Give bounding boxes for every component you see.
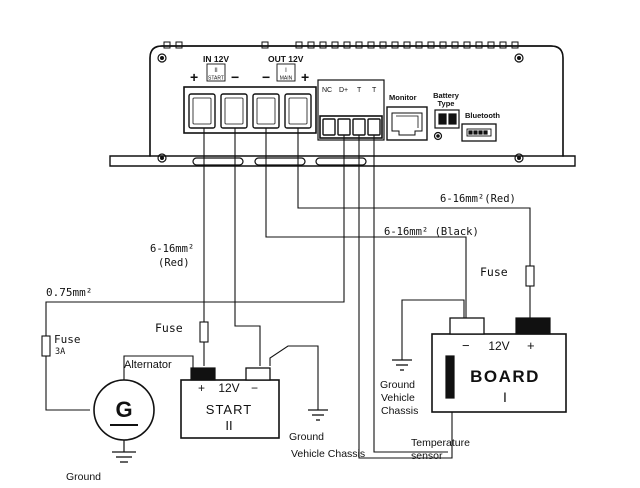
board-ground-chassis-label: Chassis xyxy=(381,405,418,417)
wire-in-minus-to-start-minus xyxy=(234,128,261,366)
start-ground-label: Ground xyxy=(289,431,324,443)
wire-board-minus-to-ground xyxy=(401,299,465,360)
terminal-label-t2: T xyxy=(372,87,377,94)
start-fuse-label: Fuse xyxy=(155,321,183,335)
flange-slots xyxy=(192,157,367,166)
board-battery-numeral: I xyxy=(503,389,507,405)
black-main-wire-label: 6-16mm² (Black) xyxy=(384,226,479,238)
alternator-ground-label: Ground xyxy=(66,471,101,483)
signal-wire-label: 0.75mm² xyxy=(46,286,92,299)
terminal-label-nc: NC xyxy=(322,87,332,94)
board-battery-name: BOARD xyxy=(470,367,540,386)
temperature-sensor-icon xyxy=(445,355,455,399)
wire-out-plus-to-board-plus xyxy=(297,128,531,266)
wire-t1-to-temp-sensor xyxy=(358,135,453,459)
temperature-sensor-label: Temperature xyxy=(411,437,470,449)
start-ground-chassis-label: Vehicle Chassis xyxy=(291,448,365,460)
terminal-label-t1: T xyxy=(357,87,362,94)
start-plus-label: + xyxy=(198,381,205,395)
terminal-label-d-plus: D+ xyxy=(339,87,348,94)
out-12v-label: OUT 12V xyxy=(268,54,304,64)
controller-body-outline xyxy=(149,45,564,157)
wire-d-plus-to-alternator xyxy=(45,135,345,336)
battery-type-label-line2: Type xyxy=(438,99,455,108)
start-battery-name: START xyxy=(206,402,252,417)
bluetooth-label: Bluetooth xyxy=(465,111,500,120)
board-minus-terminal xyxy=(449,317,485,335)
battery-type-label-line1: Battery xyxy=(433,91,460,100)
signal-fuse-rating: 3A xyxy=(55,347,65,357)
terminal-in-minus xyxy=(220,93,248,129)
board-voltage-label: 12V xyxy=(488,339,509,353)
ground-icon xyxy=(112,451,136,463)
screw-icon xyxy=(157,53,524,163)
fuse-icon xyxy=(41,265,535,357)
board-fuse xyxy=(525,265,535,287)
signal-fuse xyxy=(41,335,51,357)
wire-out-minus-to-board-minus xyxy=(265,128,467,318)
alternator-label: Alternator xyxy=(124,359,172,371)
board-minus-label: − xyxy=(462,338,470,353)
out-12v-badge: OUT 12V I MAIN xyxy=(268,54,304,82)
wires xyxy=(45,128,531,459)
start-plus-terminal xyxy=(190,367,216,381)
board-battery: − 12V + BOARD I xyxy=(431,317,567,413)
power-terminal-block xyxy=(183,86,317,134)
signal-terminal-block: NC D+ T T xyxy=(317,79,385,141)
out-minus-sign: − xyxy=(262,69,270,85)
start-minus-terminal xyxy=(245,367,271,381)
in-12v-label: IN 12V xyxy=(203,54,229,64)
start-fuse xyxy=(199,321,209,343)
wire-signal-fuse-to-alternator xyxy=(45,356,90,411)
battery-type-switch: Battery Type xyxy=(433,91,460,141)
out-badge-main: MAIN xyxy=(280,76,293,82)
out-plus-sign: + xyxy=(301,69,309,85)
start-red-wire-size-label: 6-16mm² xyxy=(150,243,194,255)
ground-icon xyxy=(308,409,328,421)
bluetooth-connector: Bluetooth xyxy=(461,111,500,142)
generator-symbol: G xyxy=(115,397,132,422)
in-12v-badge: IN 12V II START xyxy=(203,54,229,82)
board-fuse-label: Fuse xyxy=(480,265,508,279)
wire-t2-to-temp-sensor xyxy=(373,135,448,453)
signal-fuse-label: Fuse xyxy=(54,333,81,346)
in-badge-numeral: II xyxy=(214,68,218,74)
start-red-wire-color-label: (Red) xyxy=(158,257,190,269)
in-minus-sign: − xyxy=(231,69,239,85)
monitor-label: Monitor xyxy=(389,93,417,102)
board-ground-label: Ground xyxy=(380,379,415,391)
board-plus-terminal xyxy=(515,317,551,335)
red-main-wire-label: 6-16mm²(Red) xyxy=(440,193,516,205)
heatsink-fins xyxy=(163,41,519,49)
in-badge-start: START xyxy=(208,76,224,82)
controller-mounting-flange xyxy=(109,45,576,167)
start-battery: + 12V − START II xyxy=(180,367,280,439)
out-badge-numeral: I xyxy=(285,68,287,74)
monitor-port: Monitor xyxy=(386,93,428,141)
in-plus-sign: + xyxy=(190,69,198,85)
controller-unit: IN 12V II START OUT 12V I MAIN + − − + xyxy=(109,41,576,167)
wire-alternator-to-start-plus xyxy=(123,355,194,390)
board-plus-label: + xyxy=(527,338,535,353)
board-ground-vehicle-label: Vehicle xyxy=(381,392,415,404)
alternator: Alternator G Ground xyxy=(66,359,172,483)
start-voltage-label: 12V xyxy=(218,381,239,395)
ground-icon xyxy=(392,359,412,371)
wire-start-minus-to-ground xyxy=(269,345,319,410)
temperature-sensor-label-line2: sensor xyxy=(411,450,443,462)
start-minus-label: − xyxy=(251,381,258,395)
start-battery-numeral: II xyxy=(225,418,232,433)
terminal-in-plus xyxy=(188,93,216,129)
